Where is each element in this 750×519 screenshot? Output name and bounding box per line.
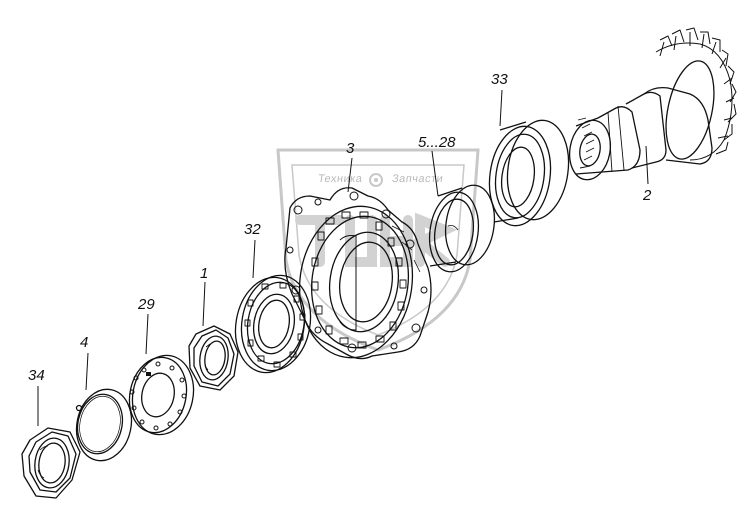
part-32-roller-bearing bbox=[234, 274, 312, 374]
label-part-3: 3 bbox=[346, 140, 355, 157]
part-33-bearing-ring bbox=[488, 119, 570, 227]
label-part-4: 4 bbox=[80, 334, 89, 351]
part-34-hex-nut bbox=[21, 427, 81, 499]
label-part-29: 29 bbox=[138, 296, 155, 313]
label-part-1: 1 bbox=[200, 265, 209, 282]
part-4-washer bbox=[75, 388, 133, 462]
label-part-34: 34 bbox=[28, 367, 45, 384]
part-2-pinion-shaft bbox=[568, 27, 737, 181]
part-3-bearing-housing bbox=[284, 187, 432, 360]
label-part-2: 2 bbox=[643, 187, 652, 204]
part-29-lock-plate bbox=[128, 354, 195, 436]
leader-lines bbox=[37, 89, 649, 426]
label-part-33: 33 bbox=[491, 71, 508, 88]
part-5-28-spacer-ring bbox=[428, 184, 496, 273]
label-part-32: 32 bbox=[244, 221, 261, 238]
part-1-hex-nut bbox=[188, 325, 239, 391]
label-part-5-28: 5...28 bbox=[418, 134, 456, 151]
